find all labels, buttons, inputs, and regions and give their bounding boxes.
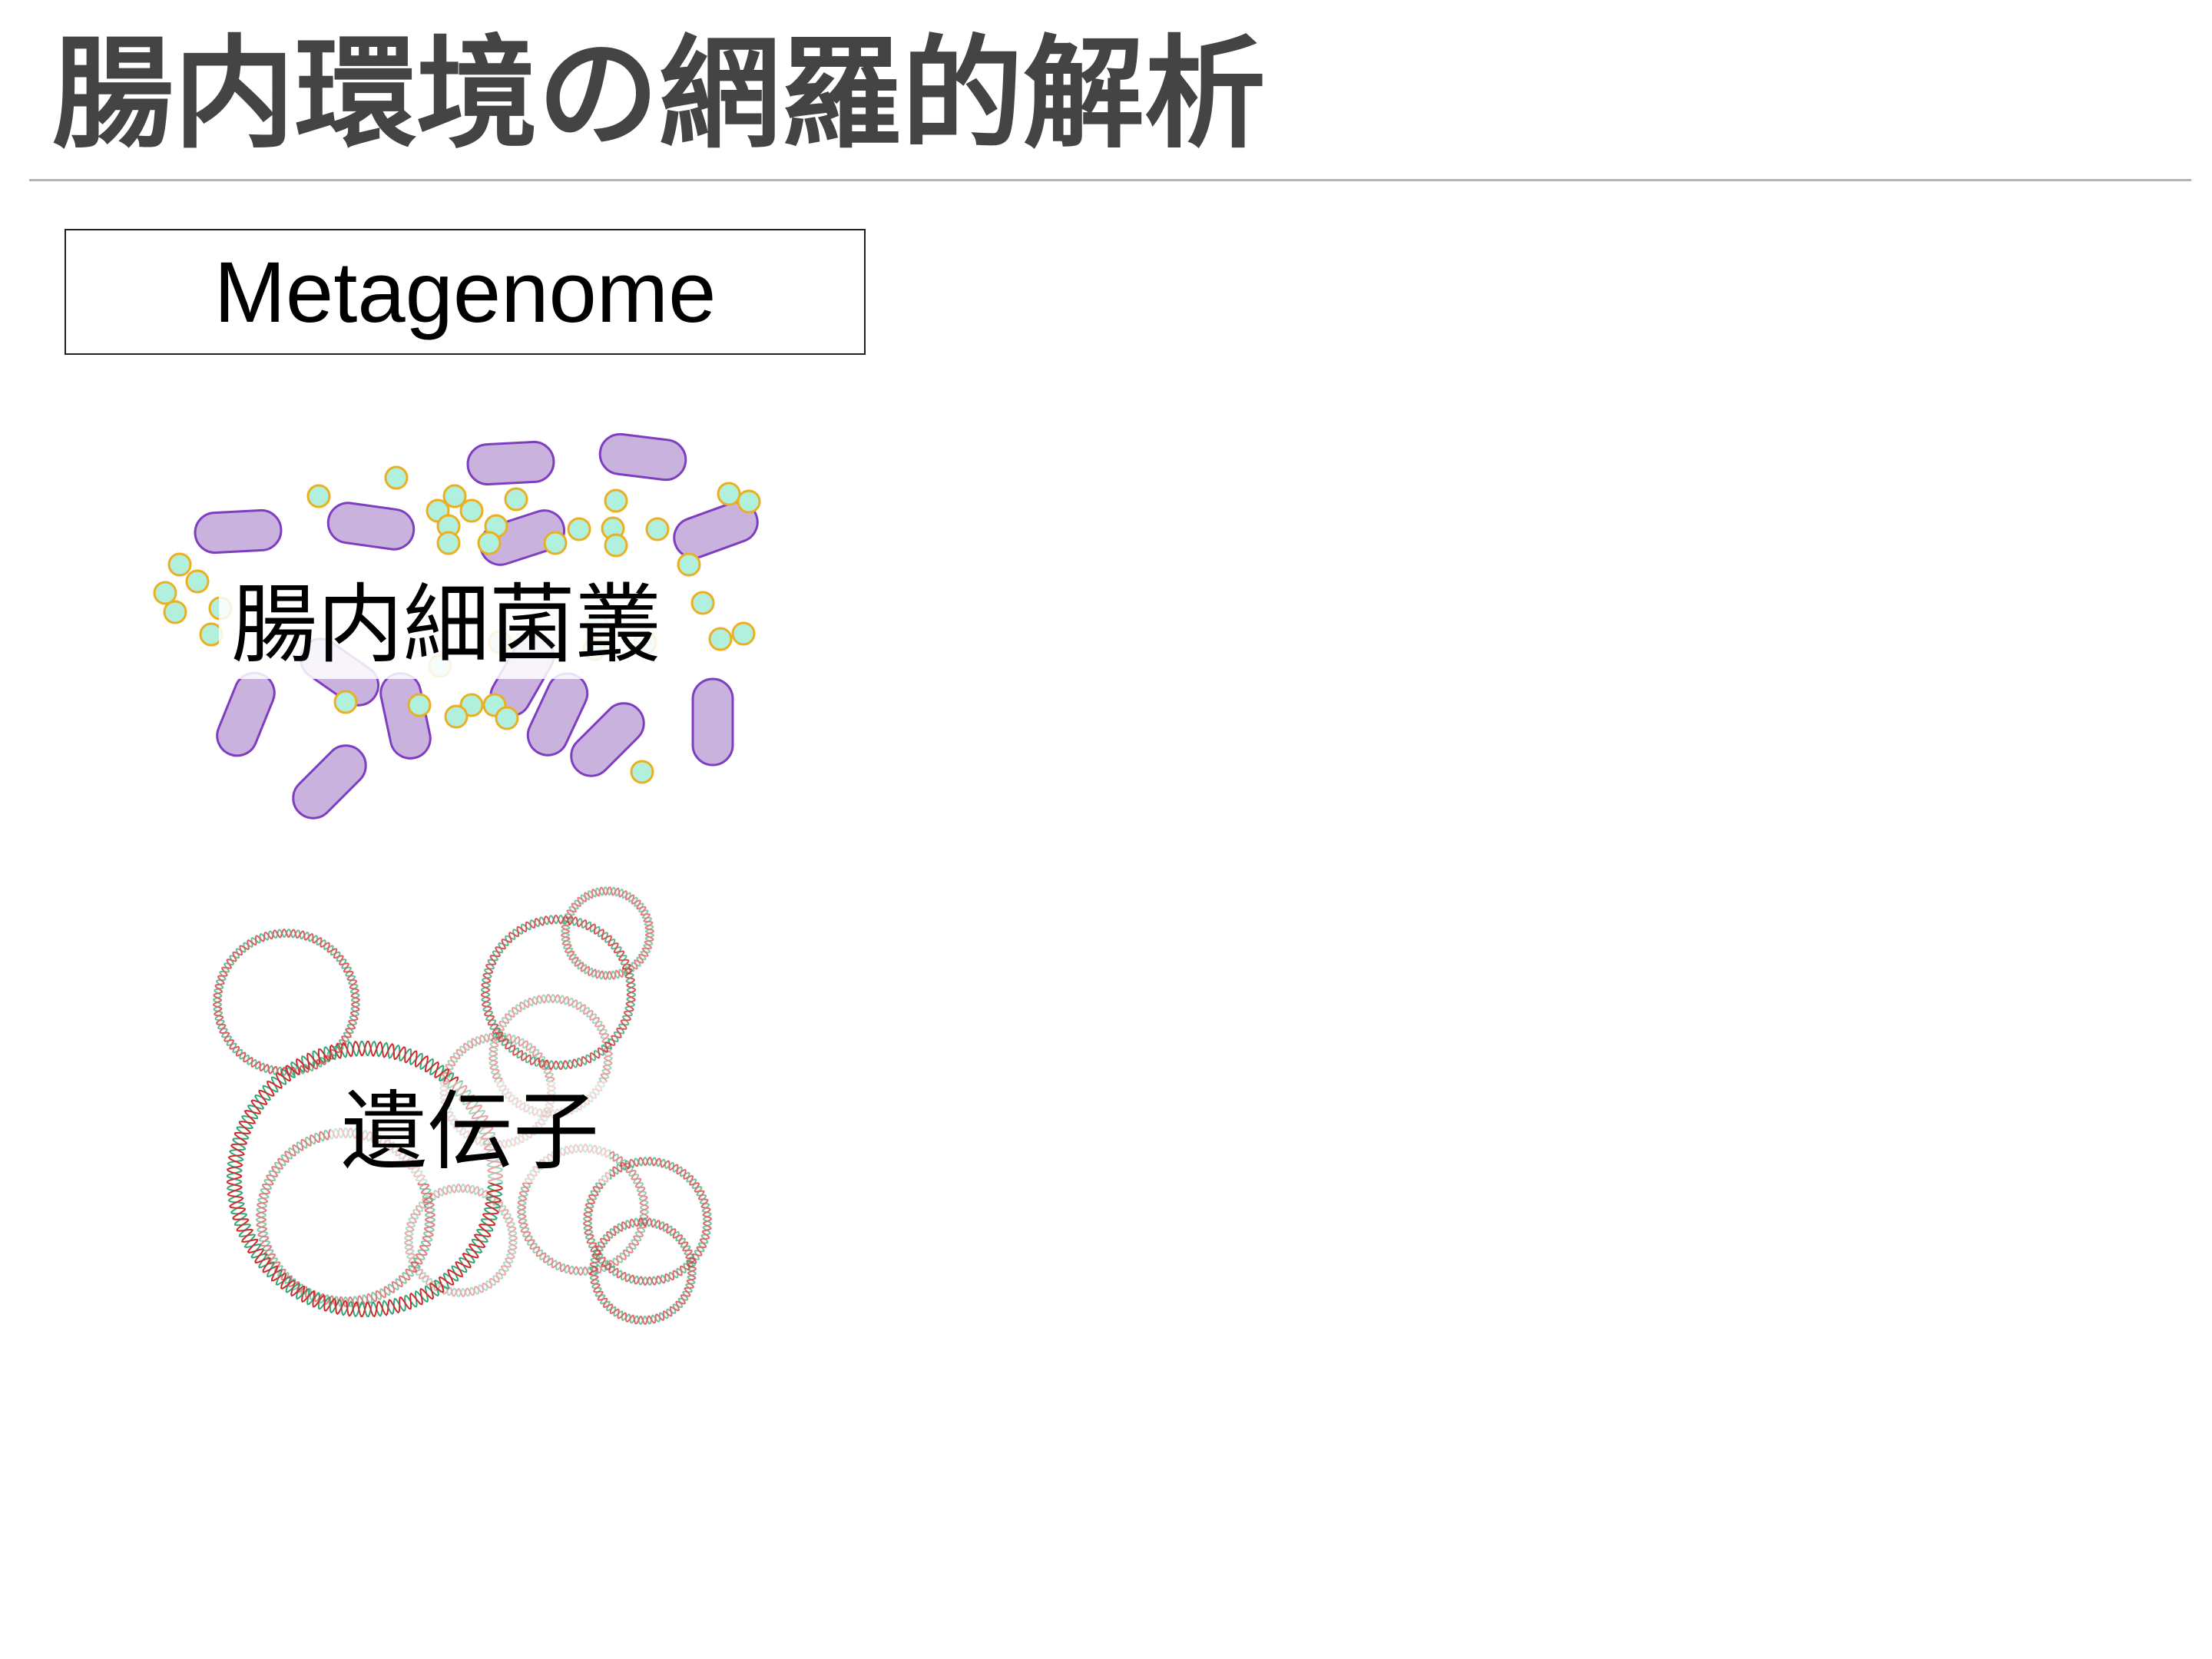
rod-bacterium-icon: [598, 432, 687, 482]
rod-bacterium-icon: [673, 501, 759, 559]
rod-bacterium-icon: [379, 672, 432, 760]
rod-bacterium-icon: [326, 502, 416, 551]
coccus-bacterium-icon: [677, 552, 701, 577]
coccus-bacterium-icon: [306, 484, 331, 508]
rod-bacterium-icon: [466, 440, 555, 486]
circular-dna-icon: [589, 1217, 697, 1325]
coccus-bacterium-icon: [504, 487, 528, 512]
coccus-bacterium-icon: [185, 569, 210, 594]
circular-dna-icon: [226, 1040, 504, 1318]
genes-label: 遺伝子: [330, 1081, 610, 1183]
rod-bacterium-icon: [216, 671, 276, 757]
metagenome-label-box: Metagenome: [65, 229, 866, 355]
coccus-bacterium-icon: [459, 498, 484, 523]
coccus-bacterium-icon: [163, 600, 187, 624]
rod-bacterium-icon: [570, 702, 645, 777]
coccus-bacterium-icon: [543, 531, 568, 555]
rod-bacterium-icon: [292, 744, 367, 820]
coccus-bacterium-icon: [167, 552, 192, 577]
coccus-bacterium-icon: [604, 533, 628, 558]
coccus-bacterium-icon: [153, 581, 177, 605]
coccus-bacterium-icon: [645, 517, 670, 541]
circular-dna-icon: [517, 1144, 649, 1276]
coccus-bacterium-icon: [630, 760, 654, 784]
circular-dna-icon: [480, 914, 637, 1071]
coccus-bacterium-icon: [444, 704, 469, 729]
slide-title: 腸内環境の網羅的解析: [52, 24, 1266, 165]
coccus-bacterium-icon: [567, 517, 591, 541]
coccus-bacterium-icon: [442, 484, 467, 508]
coccus-bacterium-icon: [737, 489, 761, 514]
coccus-bacterium-icon: [407, 693, 432, 717]
rod-bacterium-icon: [194, 508, 283, 555]
circular-dna-icon: [583, 1157, 712, 1286]
coccus-bacterium-icon: [690, 591, 715, 615]
coccus-bacterium-icon: [717, 482, 741, 506]
coccus-bacterium-icon: [604, 488, 628, 513]
coccus-bacterium-icon: [708, 627, 733, 651]
metagenome-label: Metagenome: [214, 243, 717, 340]
circular-dna-icon: [213, 929, 360, 1076]
circular-dna-icon: [404, 1184, 518, 1297]
coccus-bacterium-icon: [495, 706, 519, 730]
circular-dna-icon: [561, 886, 654, 980]
coccus-bacterium-icon: [384, 465, 409, 490]
rod-bacterium-icon: [691, 677, 734, 767]
coccus-bacterium-icon: [477, 531, 502, 555]
coccus-bacterium-icon: [333, 690, 358, 714]
title-divider: [29, 179, 2191, 181]
gut-microbiota-label: 腸内細菌叢: [219, 571, 674, 679]
coccus-bacterium-icon: [731, 621, 756, 646]
coccus-bacterium-icon: [436, 531, 461, 555]
